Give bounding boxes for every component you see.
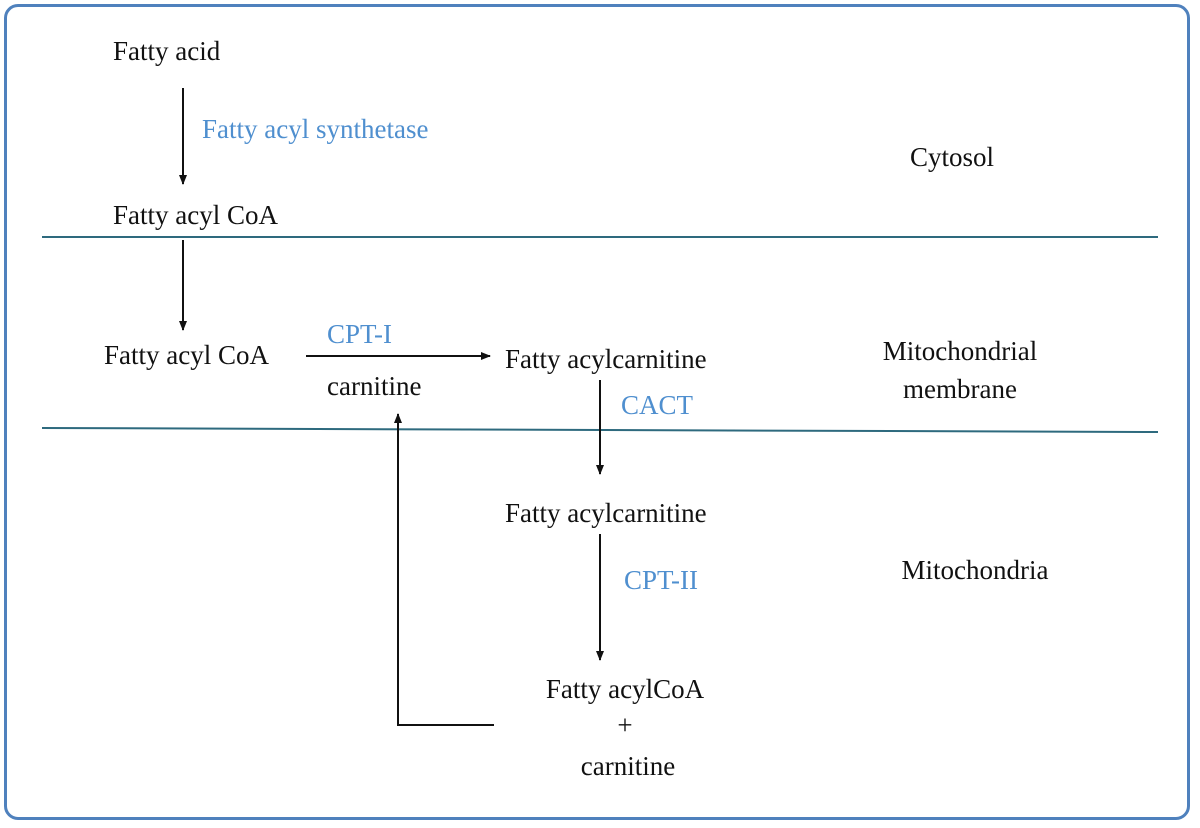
- label-mitochondrial-membrane-line2: membrane: [903, 374, 1017, 404]
- molecule-fatty-acylcoa-matrix: Fatty acylCoA: [545, 674, 705, 704]
- label-mitochondria: Mitochondria: [901, 555, 1049, 585]
- molecule-fatty-acyl-coa-membrane: Fatty acyl CoA: [104, 340, 269, 370]
- plus-sign: +: [617, 710, 633, 740]
- enzyme-cpt1: CPT-I: [327, 319, 393, 349]
- molecule-fatty-acyl-coa-cytosol: Fatty acyl CoA: [113, 200, 278, 230]
- molecule-carnitine-membrane: carnitine: [327, 371, 422, 401]
- label-mitochondrial-membrane-line1: Mitochondrial: [882, 336, 1038, 366]
- enzyme-cpt2: CPT-II: [624, 565, 699, 595]
- molecule-fatty-acylcarnitine-matrix: Fatty acylcarnitine: [505, 498, 707, 528]
- label-cytosol: Cytosol: [909, 142, 995, 172]
- molecule-fatty-acylcarnitine-membrane: Fatty acylcarnitine: [505, 344, 707, 374]
- molecule-fatty-acid: Fatty acid: [113, 36, 221, 66]
- enzyme-cact: CACT: [621, 390, 694, 420]
- enzyme-fatty-acyl-synthetase: Fatty acyl synthetase: [202, 114, 429, 144]
- carnitine-return-path: [394, 413, 494, 726]
- molecule-carnitine-matrix: carnitine: [580, 751, 676, 781]
- diagram-frame: [4, 4, 1190, 820]
